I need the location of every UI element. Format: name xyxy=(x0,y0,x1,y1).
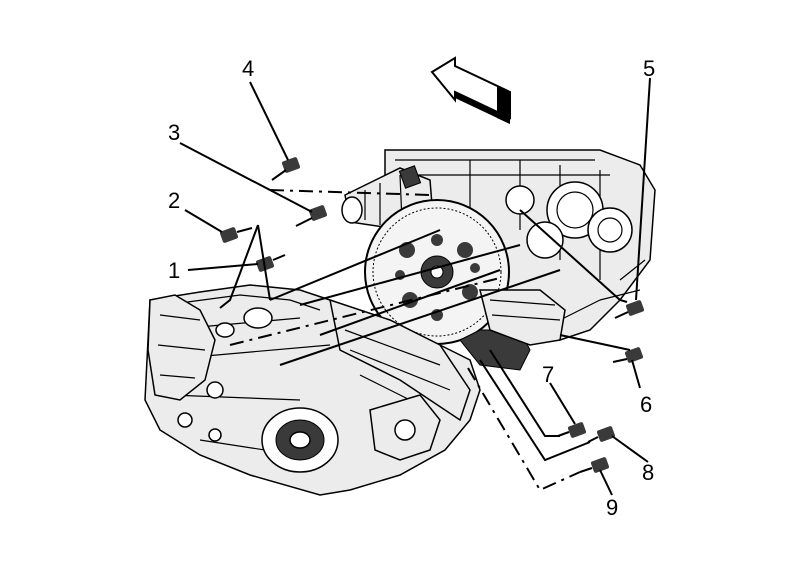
bolt-9 xyxy=(579,457,610,473)
bolt-8 xyxy=(587,426,616,443)
bolt-7 xyxy=(557,422,587,438)
bolt-1 xyxy=(255,254,286,272)
callout-9: 9 xyxy=(606,495,618,520)
front-direction-arrow-icon xyxy=(430,56,511,124)
bolt-5 xyxy=(614,300,645,319)
callout-3: 3 xyxy=(168,120,180,145)
alignment-lines xyxy=(229,189,561,366)
bolt-6 xyxy=(612,347,644,363)
callout-6: 6 xyxy=(640,392,652,417)
callout-2: 2 xyxy=(168,188,180,213)
callout-8: 8 xyxy=(642,460,654,485)
callout-5: 5 xyxy=(643,56,655,81)
bolt-4 xyxy=(271,157,301,181)
bolt-3 xyxy=(295,205,328,227)
leader-lines xyxy=(179,77,651,496)
bolt-2 xyxy=(219,227,253,243)
flex-plate xyxy=(364,199,510,345)
callout-4: 4 xyxy=(242,56,254,81)
callout-7: 7 xyxy=(542,362,554,387)
callout-1: 1 xyxy=(168,258,180,283)
transmission-case xyxy=(144,284,566,496)
